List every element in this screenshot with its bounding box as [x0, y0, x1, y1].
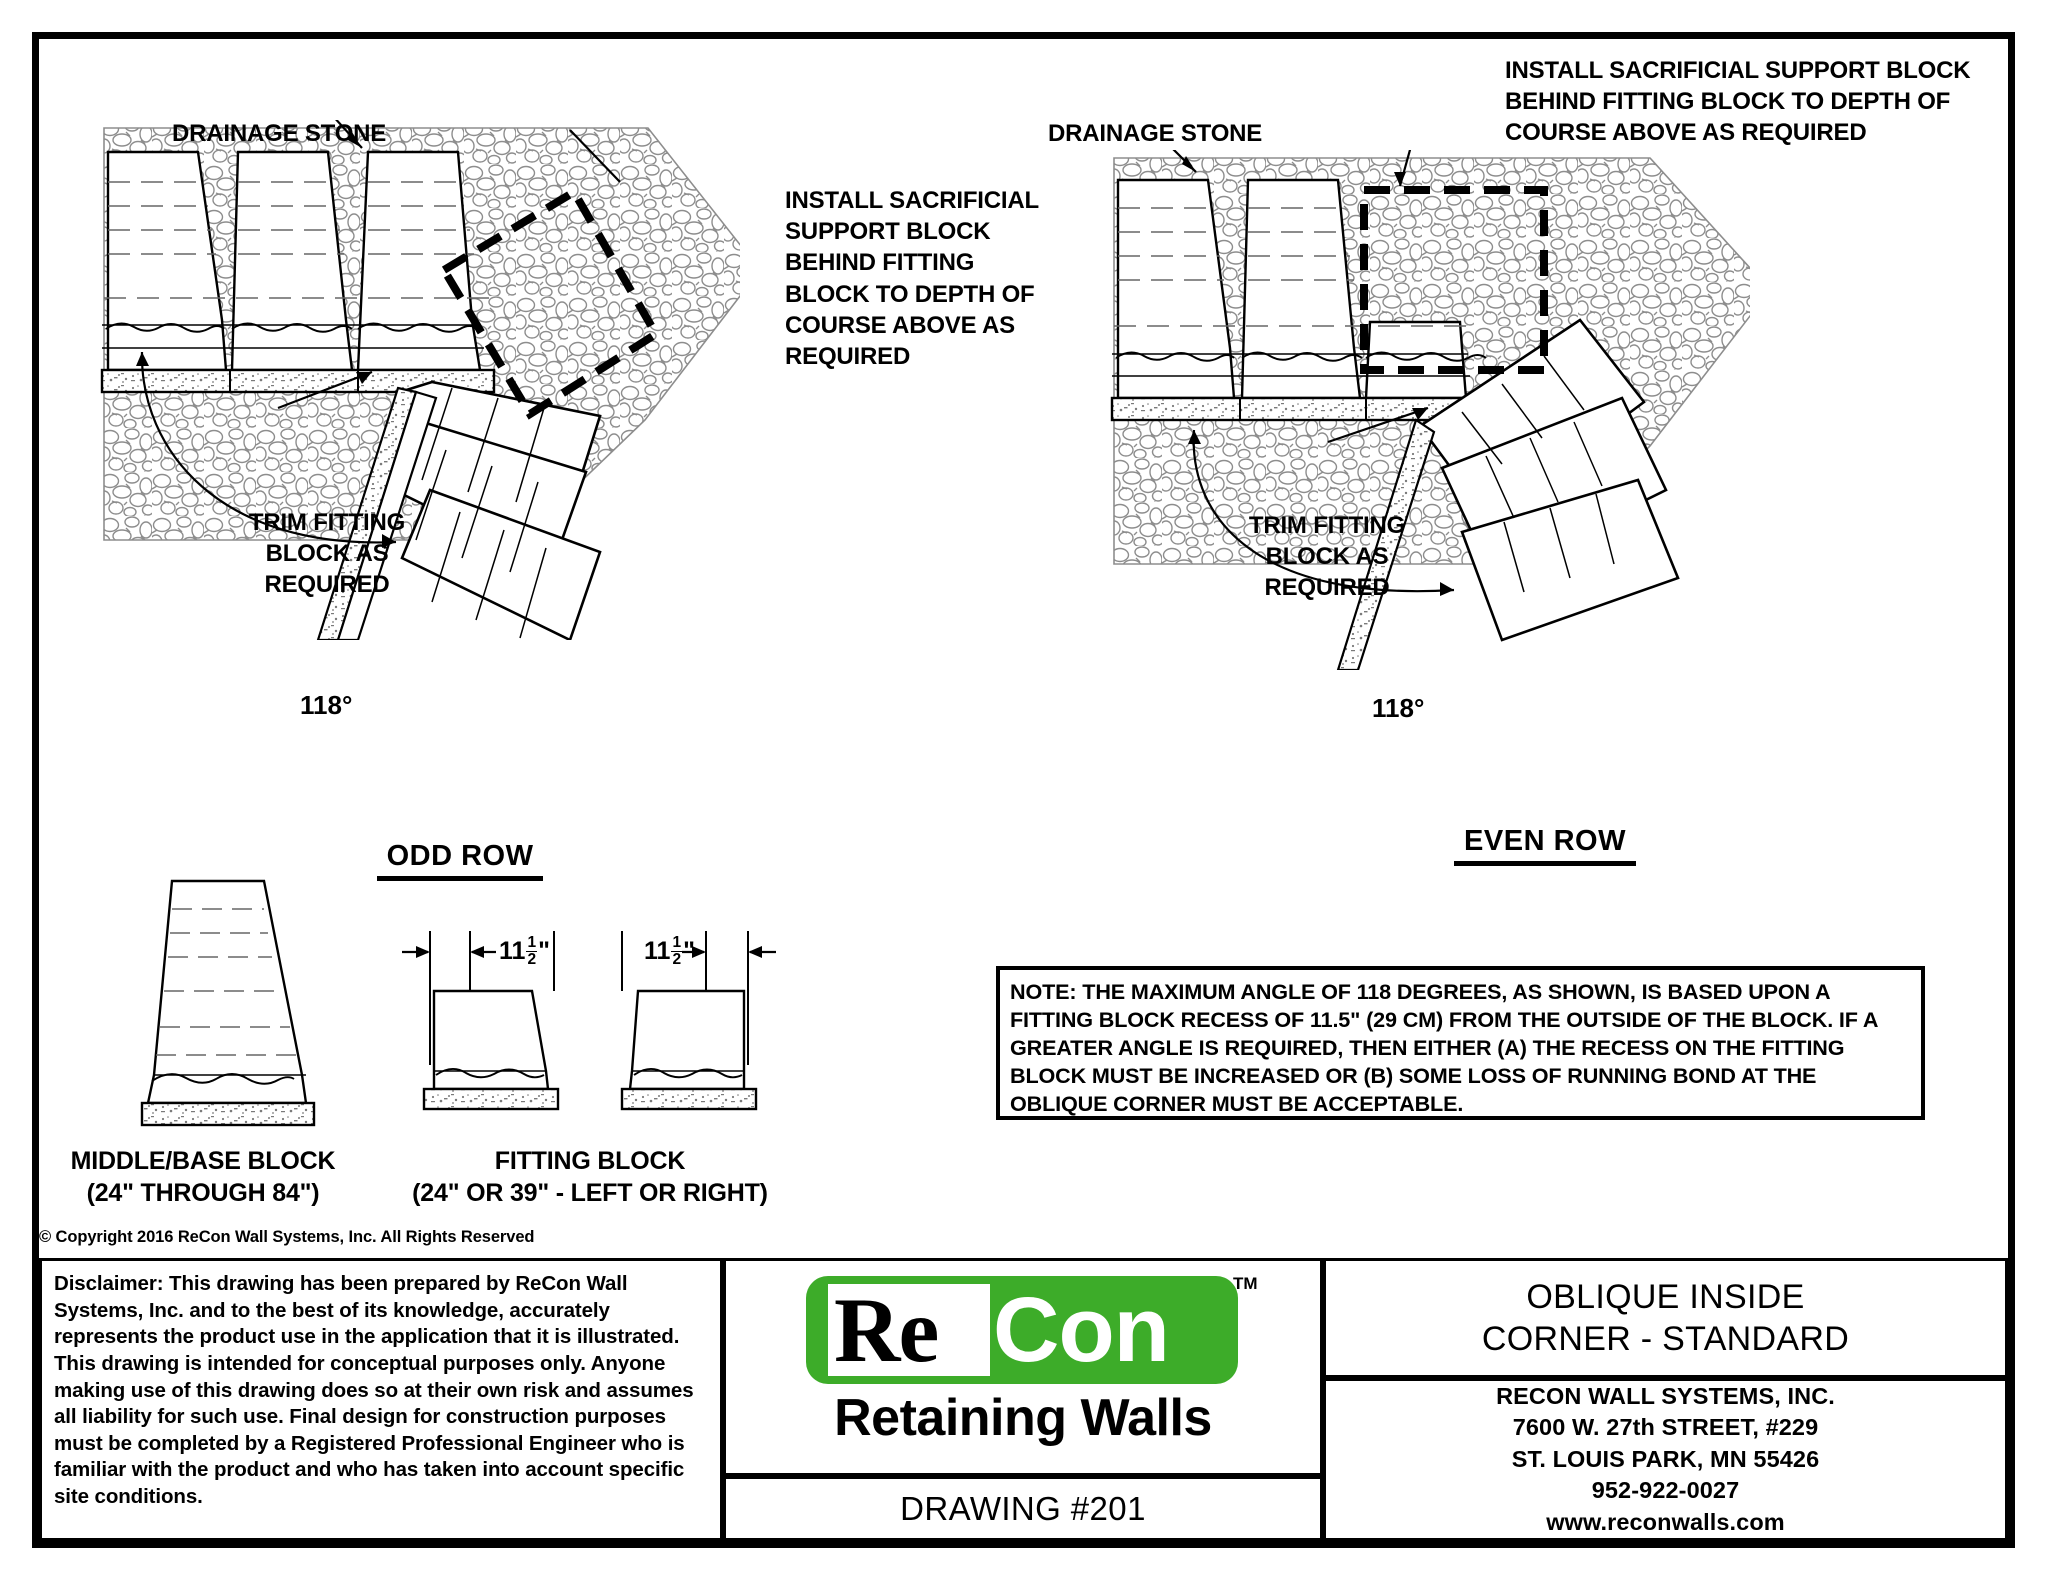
disclaimer-cell: Disclaimer: This drawing has been prepar…	[39, 1258, 723, 1541]
sacrificial-block-outline-left	[438, 186, 662, 420]
sacrificial-leader-right	[1398, 150, 1412, 187]
caption-fitting-block: FITTING BLOCK (24" OR 39" - LEFT OR RIGH…	[412, 1147, 768, 1207]
recon-logo: Re Con TM Retaining Walls	[788, 1270, 1258, 1465]
section-title-odd-row-text: ODD ROW	[376, 840, 544, 881]
wall-block-group-right	[1116, 178, 1468, 400]
trim-sliver-left	[316, 386, 438, 640]
logo-white-box	[828, 1283, 990, 1376]
dimension-witness-lines	[429, 931, 749, 1065]
block-dashed-lines-right	[1114, 207, 1470, 327]
angle-label-left: 118°	[300, 690, 353, 720]
caption-middle-base-block: MIDDLE/BASE BLOCK (24" THROUGH 84")	[70, 1147, 336, 1207]
sheet-border	[32, 32, 2015, 1548]
sheet-title-line-2: CORNER - STANDARD	[1481, 1320, 1850, 1358]
drawing-number-cell: DRAWING #201	[723, 1476, 1323, 1541]
section-title-even-row-text: EVEN ROW	[1454, 825, 1636, 866]
sacrificial-block-outline-right	[1360, 186, 1548, 374]
odd-row-diagram	[100, 120, 740, 640]
company-name: RECON WALL SYSTEMS, INC.	[1496, 1382, 1835, 1409]
note-box: NOTE: THE MAXIMUM ANGLE OF 118 DEGREES, …	[996, 966, 1925, 1120]
note-text: NOTE: THE MAXIMUM ANGLE OF 118 DEGREES, …	[1010, 979, 1878, 1116]
rockface-texture-right	[1115, 351, 1487, 362]
website-url: www.reconwalls.com	[1546, 1508, 1785, 1535]
callout-sacrificial-block-right: INSTALL SACRIFICIAL SUPPORT BLOCK BEHIND…	[1505, 57, 1971, 147]
trim-leader-right	[1327, 406, 1429, 444]
oblique-block-joints-left	[415, 387, 547, 639]
drainage-stone-leader-right	[1172, 150, 1197, 173]
sacrificial-leader-left	[569, 129, 621, 183]
fitting-block-detail	[402, 931, 776, 1111]
middle-base-block-detail	[140, 879, 316, 1127]
address-line-1: 7600 W. 27th STREET, #229	[1512, 1414, 1819, 1441]
fitting-block-right-shape	[628, 989, 746, 1091]
callout-sacrificial-block-left: INSTALL SACRIFICIAL SUPPORT BLOCK BEHIND…	[785, 187, 1039, 370]
callout-trim-fitting-right: TRIM FITTING BLOCK AS REQUIRED	[1248, 512, 1406, 602]
sheet-title-cell: OBLIQUE INSIDE CORNER - STANDARD	[1323, 1258, 2008, 1378]
detail-dashed-lines	[156, 908, 300, 1056]
sheet-title-line-1: OBLIQUE INSIDE	[1526, 1277, 1805, 1316]
oblique-blocks-right	[1418, 318, 1680, 642]
trim-leader-left	[277, 370, 373, 410]
section-title-even-row: EVEN ROW	[1400, 825, 1690, 866]
block-dashed-lines-left	[104, 181, 490, 299]
callout-drainage-stone-left: DRAINAGE STONE	[172, 120, 387, 147]
section-title-odd-row: ODD ROW	[330, 840, 590, 881]
callout-trim-fitting-left: TRIM FITTING BLOCK AS REQUIRED	[248, 509, 406, 599]
drainage-stone-leader-left	[335, 120, 363, 149]
rockface-texture-detail	[151, 1073, 295, 1085]
angle-arc-left	[140, 351, 397, 544]
drawing-number-text: DRAWING #201	[900, 1489, 1146, 1527]
logo-cell: Re Con TM Retaining Walls	[723, 1258, 1323, 1476]
wall-block-group-left	[106, 150, 482, 372]
even-row-diagram	[1110, 150, 1750, 670]
logo-tagline: Retaining Walls	[834, 1388, 1212, 1447]
detail-levelling-pad	[140, 1101, 316, 1127]
trademark-icon: TM	[1233, 1273, 1258, 1293]
angle-arc-right	[1192, 429, 1455, 593]
trim-sliver-right	[1336, 418, 1436, 670]
logo-word-con: Con	[993, 1278, 1170, 1381]
company-address-cell: RECON WALL SYSTEMS, INC. 7600 W. 27th ST…	[1323, 1378, 2008, 1541]
copyright-text: © Copyright 2016 ReCon Wall Systems, Inc…	[39, 1228, 535, 1246]
oblique-block-joints-right	[1461, 355, 1615, 593]
title-block: Disclaimer: This drawing has been prepar…	[39, 1258, 2008, 1541]
callout-drainage-stone-right: DRAINAGE STONE	[1048, 120, 1263, 147]
disclaimer-text: Disclaimer: This drawing has been prepar…	[54, 1272, 694, 1509]
logo-word-re: Re	[834, 1278, 939, 1381]
fitting-block-left-shape	[432, 989, 550, 1091]
aggregate-base-left	[100, 368, 496, 394]
rockface-texture-left	[105, 322, 479, 333]
address-line-2: ST. LOUIS PARK, MN 55426	[1511, 1445, 1820, 1472]
angle-label-right: 118°	[1372, 693, 1425, 723]
phone-number: 952-922-0027	[1591, 1477, 1740, 1504]
